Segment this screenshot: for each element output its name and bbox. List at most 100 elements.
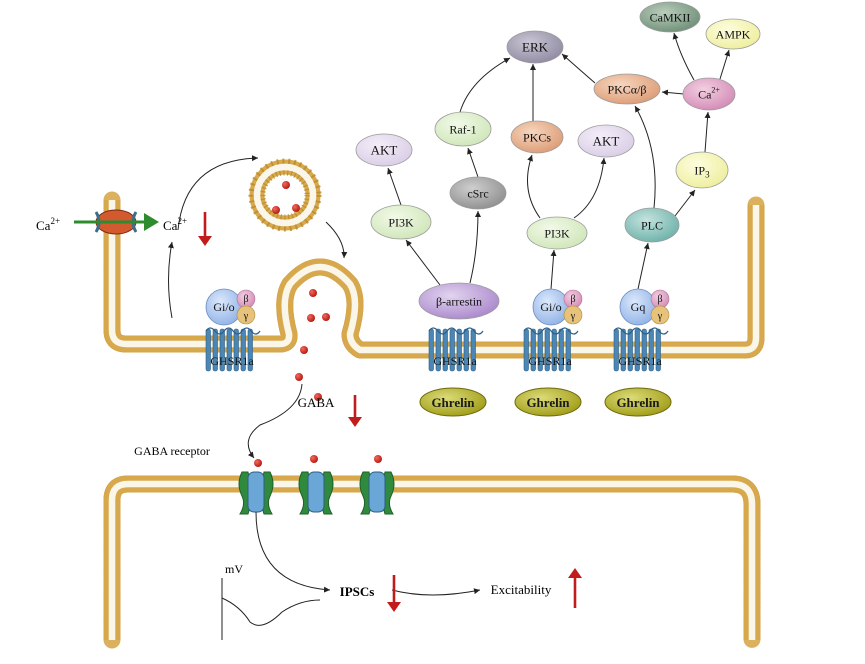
pkc-ab-node: PKCα/β bbox=[593, 73, 661, 105]
gaba-molecule bbox=[292, 204, 300, 212]
arrow-ca2-to-camkii bbox=[672, 32, 695, 81]
excitability-increase-arrow-head bbox=[568, 568, 582, 578]
gio-protein-right-label: Gi/o bbox=[540, 300, 561, 314]
pi3k-node-left-label: PI3K bbox=[388, 216, 414, 230]
lower-membrane bbox=[103, 475, 761, 649]
texts: Ca2+ Ca2+ GABA receptor GABA IPSCs Excit… bbox=[36, 216, 552, 599]
arrow-gq-to-plc bbox=[637, 242, 650, 290]
pkc-ab-node-label: PKCα/β bbox=[607, 83, 646, 97]
gaba-molecule bbox=[314, 393, 322, 401]
gio-protein-right: Gi/o βγ bbox=[532, 288, 583, 326]
ghsr1a-label: GHSR1a bbox=[528, 354, 572, 368]
ipscs-decrease-arrow-head bbox=[387, 602, 401, 612]
arrow-plc-to-ip3 bbox=[674, 189, 696, 217]
gaba-receptor-label: GABA receptor bbox=[134, 444, 210, 458]
arrow-pkc-to-erk bbox=[561, 53, 596, 84]
gaba-molecule bbox=[374, 455, 382, 463]
ghrelin-barrestin: Ghrelin bbox=[419, 387, 487, 417]
gq-protein-label: Gq bbox=[631, 300, 646, 314]
gio-protein-left-label: Gi/o bbox=[213, 300, 234, 314]
pkcs-node: PKCs bbox=[510, 120, 564, 154]
mv-label: mV bbox=[225, 562, 243, 576]
arrow-plc-to-pkc bbox=[634, 105, 656, 209]
ca-decrease-arrow-head bbox=[198, 236, 212, 246]
arrow-pi3k-to-akt bbox=[387, 167, 402, 206]
raf1-node: Raf-1 bbox=[434, 111, 492, 147]
excitability-label: Excitability bbox=[491, 582, 552, 597]
gaba-decrease-arrow-head bbox=[348, 417, 362, 427]
gaba-molecule bbox=[310, 455, 318, 463]
ghsr1a-receptor-barrestin: GHSR1a bbox=[428, 327, 484, 372]
membranes bbox=[103, 158, 765, 649]
gaba-molecule bbox=[254, 459, 262, 467]
ghsr1a-label: GHSR1a bbox=[618, 354, 662, 368]
ipsc-trace bbox=[221, 597, 321, 626]
pi3k-node-right: PI3K bbox=[526, 216, 588, 250]
arrow-vesicle-to-membrane bbox=[325, 221, 348, 259]
arrow-gio-to-pi3k bbox=[550, 249, 557, 290]
arrow-barrestin-to-csrc bbox=[469, 210, 481, 284]
erk-node-label: ERK bbox=[522, 40, 549, 55]
arrow-barrestin-to-pi3k bbox=[405, 239, 441, 286]
ghsr1a-receptor-left: GHSR1a bbox=[205, 327, 261, 372]
pi3k-node-left: PI3K bbox=[370, 204, 432, 240]
pkcs-node-label: PKCs bbox=[523, 131, 551, 145]
arrow-ca2-to-ampk bbox=[719, 49, 731, 80]
beta-subunit-label: β bbox=[570, 294, 575, 305]
beta-subunit-label: β bbox=[243, 294, 248, 305]
ip3-node: IP3 bbox=[675, 151, 729, 189]
erk-node: ERK bbox=[506, 30, 564, 64]
arrow-ip3-to-ca2 bbox=[704, 111, 711, 153]
arrows bbox=[74, 32, 731, 640]
ipscs-label: IPSCs bbox=[340, 584, 375, 599]
gaba-molecule bbox=[295, 373, 303, 381]
plc-node-label: PLC bbox=[641, 219, 663, 233]
ghsr1a-receptor-gq: GHSR1a bbox=[613, 327, 669, 372]
gamma-subunit-label: γ bbox=[657, 311, 663, 322]
ghsr1a-receptor-gio: GHSR1a bbox=[523, 327, 579, 372]
gaba-receptor-channel bbox=[238, 471, 274, 515]
ca-int-label: Ca2+ bbox=[163, 216, 187, 233]
barrestin-node-label: β-arrestin bbox=[436, 295, 482, 309]
ca-ext-label: Ca2+ bbox=[36, 216, 60, 233]
akt-node-right: AKT bbox=[577, 124, 635, 158]
pi3k-node-right-label: PI3K bbox=[544, 227, 570, 241]
camkii-node-label: CaMKII bbox=[650, 11, 691, 25]
ghsr1a-label: GHSR1a bbox=[433, 354, 477, 368]
gaba-molecule bbox=[272, 206, 280, 214]
plc-node: PLC bbox=[624, 207, 680, 243]
gaba-receptor-channel bbox=[359, 471, 395, 515]
arrow-ca2-to-pkc bbox=[661, 89, 685, 96]
raf1-node-label: Raf-1 bbox=[449, 123, 476, 137]
ghrelin-label: Ghrelin bbox=[431, 395, 475, 410]
ghrelin-label: Ghrelin bbox=[526, 395, 570, 410]
ampk-node: AMPK bbox=[705, 18, 761, 50]
arrow-ipscs-to-excitability bbox=[391, 588, 481, 596]
arrow-gaba-to-receptor bbox=[247, 383, 303, 459]
gamma-subunit-label: γ bbox=[570, 311, 576, 322]
akt-node-left: AKT bbox=[355, 133, 413, 167]
camkii-node: CaMKII bbox=[639, 1, 701, 33]
ghrelin-label: Ghrelin bbox=[616, 395, 660, 410]
ghrelin-gq: Ghrelin bbox=[604, 387, 672, 417]
gaba-molecule bbox=[309, 289, 317, 297]
arrow-pi3k-to-pkcs bbox=[527, 154, 541, 219]
ampk-node-label: AMPK bbox=[716, 28, 751, 42]
akt-node-left-label: AKT bbox=[371, 143, 398, 158]
csrc-node: cSrc bbox=[449, 176, 507, 210]
arrow-raf1-to-erk bbox=[459, 57, 511, 113]
gaba-label: GABA bbox=[298, 395, 335, 410]
arrow-gio-to-ca bbox=[167, 241, 174, 319]
arrow-receptor-to-ipscs bbox=[255, 511, 331, 593]
gio-protein-left: Gi/o βγ bbox=[205, 288, 256, 326]
gaba-molecule bbox=[300, 346, 308, 354]
vesicle bbox=[248, 158, 322, 232]
barrestin-node: β-arrestin bbox=[418, 282, 500, 320]
gamma-subunit-label: γ bbox=[243, 311, 249, 322]
arrow-csrc-to-raf1 bbox=[467, 147, 479, 178]
